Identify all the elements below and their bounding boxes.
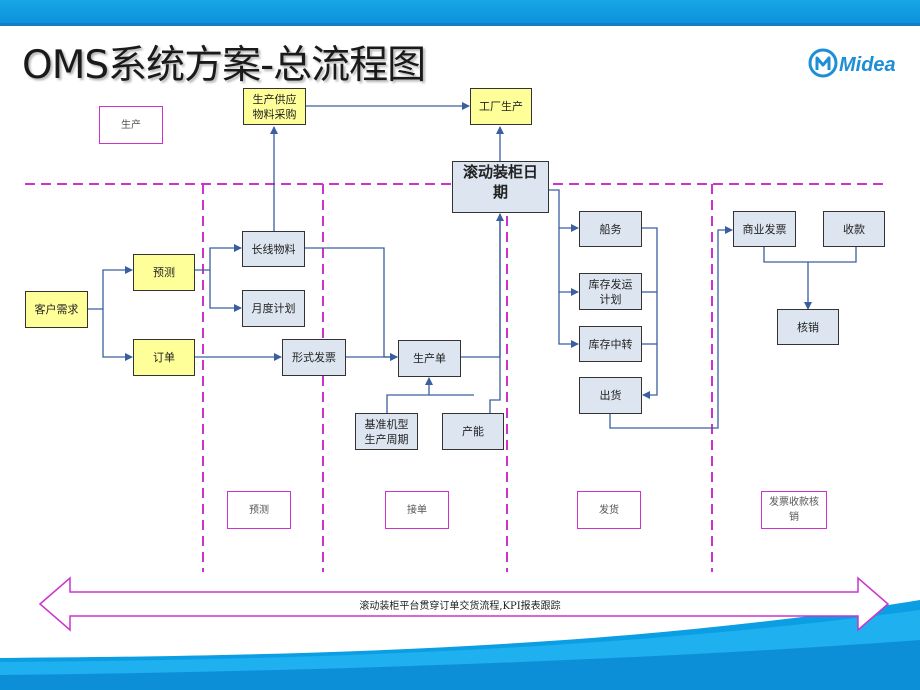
benchmark-cycle-label: 基准机型生产周期 xyxy=(364,417,409,446)
phase-forecast-box: 预测 xyxy=(227,491,291,529)
forecast-node: 预测 xyxy=(133,254,195,291)
material-purchase-label: 生产供应物料采购 xyxy=(252,92,297,121)
phase-order-taking-label: 接单 xyxy=(407,504,427,516)
shipping-node: 船务 xyxy=(579,211,642,247)
banner-text: 滚动装柜平台贯穿订单交货流程,KPI报表跟踪 xyxy=(359,601,561,612)
factory-production-label: 工厂生产 xyxy=(479,100,523,113)
phase-dividers xyxy=(202,184,713,572)
monthly-plan-node: 月度计划 xyxy=(242,290,305,327)
phase-invoice-box: 发票收款核销 xyxy=(761,491,827,529)
header-bar xyxy=(0,0,920,26)
midea-logo: Midea xyxy=(808,44,900,82)
outbound-label: 出货 xyxy=(599,389,622,402)
production-order-node: 生产单 xyxy=(398,340,461,377)
monthly-plan-label: 月度计划 xyxy=(251,302,296,315)
order-node: 订单 xyxy=(133,339,195,376)
footer-wave xyxy=(0,600,920,690)
rolling-cabinet-date-node: 滚动装柜日期 xyxy=(452,161,549,213)
write-off-label: 核销 xyxy=(797,320,819,334)
shipping-label: 船务 xyxy=(599,222,622,236)
page-title: OMS系统方案-总流程图 xyxy=(22,43,426,88)
outbound-node: 出货 xyxy=(579,377,642,414)
capacity-node: 产能 xyxy=(442,413,504,450)
long-line-material-node: 长线物料 xyxy=(242,231,305,267)
inventory-transfer-node: 库存中转 xyxy=(579,326,642,362)
production-label: 生产 xyxy=(121,119,141,131)
customer-demand-node: 客户需求 xyxy=(25,291,88,328)
long-line-material-label: 长线物料 xyxy=(251,242,296,256)
production-order-label: 生产单 xyxy=(413,352,446,365)
payment-collection-label: 收款 xyxy=(843,222,865,236)
phase-forecast-label: 预测 xyxy=(249,504,269,516)
payment-collection-node: 收款 xyxy=(823,211,885,247)
inventory-transfer-label: 库存中转 xyxy=(588,337,633,351)
commercial-invoice-label: 商业发票 xyxy=(742,222,787,236)
inventory-shipping-plan-node: 库存发运计划 xyxy=(579,273,642,310)
phase-order-taking-box: 接单 xyxy=(385,491,449,529)
capacity-label: 产能 xyxy=(462,425,484,438)
formal-invoice-label: 形式发票 xyxy=(292,351,336,364)
order-label: 订单 xyxy=(153,351,175,364)
inventory-shipping-plan-label: 库存发运计划 xyxy=(588,277,633,306)
phase-shipment-box: 发货 xyxy=(577,491,641,529)
production-label-box: 生产 xyxy=(99,106,163,144)
forecast-label: 预测 xyxy=(153,266,175,279)
logo-text: Midea xyxy=(839,54,896,76)
write-off-node: 核销 xyxy=(777,309,839,345)
rolling-cabinet-date-label: 滚动装柜日期 xyxy=(462,163,538,201)
material-purchase-node: 生产供应物料采购 xyxy=(243,88,306,125)
banner-double-arrow xyxy=(38,576,890,632)
phase-shipment-label: 发货 xyxy=(599,504,619,516)
phase-invoice-label: 发票收款核销 xyxy=(769,497,819,523)
customer-demand-label: 客户需求 xyxy=(34,303,79,316)
factory-production-node: 工厂生产 xyxy=(470,88,532,125)
formal-invoice-node: 形式发票 xyxy=(282,339,346,376)
benchmark-cycle-node: 基准机型生产周期 xyxy=(355,413,418,450)
commercial-invoice-node: 商业发票 xyxy=(733,211,796,247)
